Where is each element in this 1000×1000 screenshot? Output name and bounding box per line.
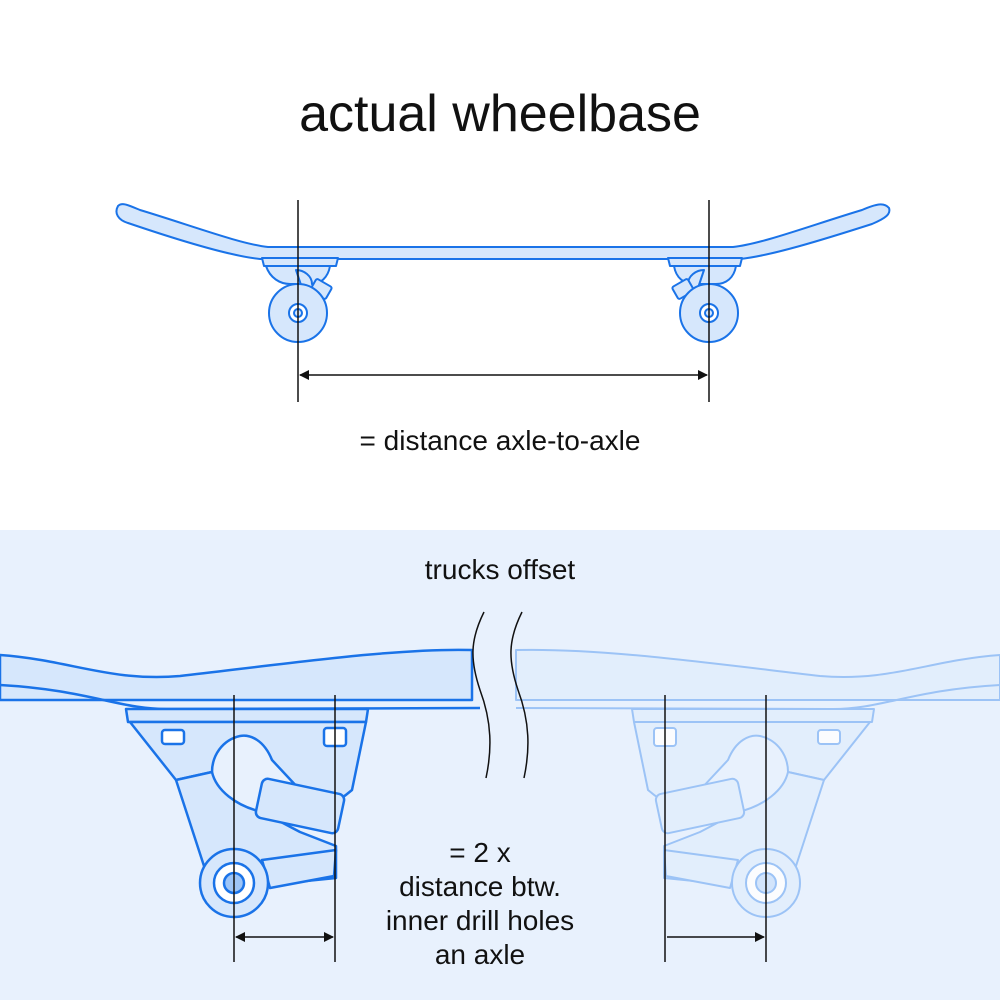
left-truck [261,257,339,343]
right-truck-detail [515,648,1000,918]
trucks-offset-title: trucks offset [424,554,576,585]
left-deck-segment [0,648,474,702]
break-marks [472,611,529,779]
left-bushing [254,777,346,835]
right-baseplate [631,708,875,723]
offset-caption-line: = 2 x [449,837,511,868]
offset-caption-line: distance btw. [399,871,561,902]
offset-caption-line: an axle [434,939,526,970]
offset-caption: = 2 x distance btw. inner drill holes an… [330,836,630,972]
bottom-dimension [233,695,767,962]
diagram-title: actual wheelbase [299,85,701,143]
right-truck [667,257,743,343]
right-bushing [654,777,746,835]
skateboard-side-view [115,203,891,343]
deck [115,203,891,260]
offset-caption-line: inner drill holes [385,905,575,936]
left-baseplate [124,707,370,724]
right-deck-segment [515,648,1000,701]
top-dimension [297,200,710,402]
axle-to-axle-caption: = distance axle-to-axle [359,425,641,456]
